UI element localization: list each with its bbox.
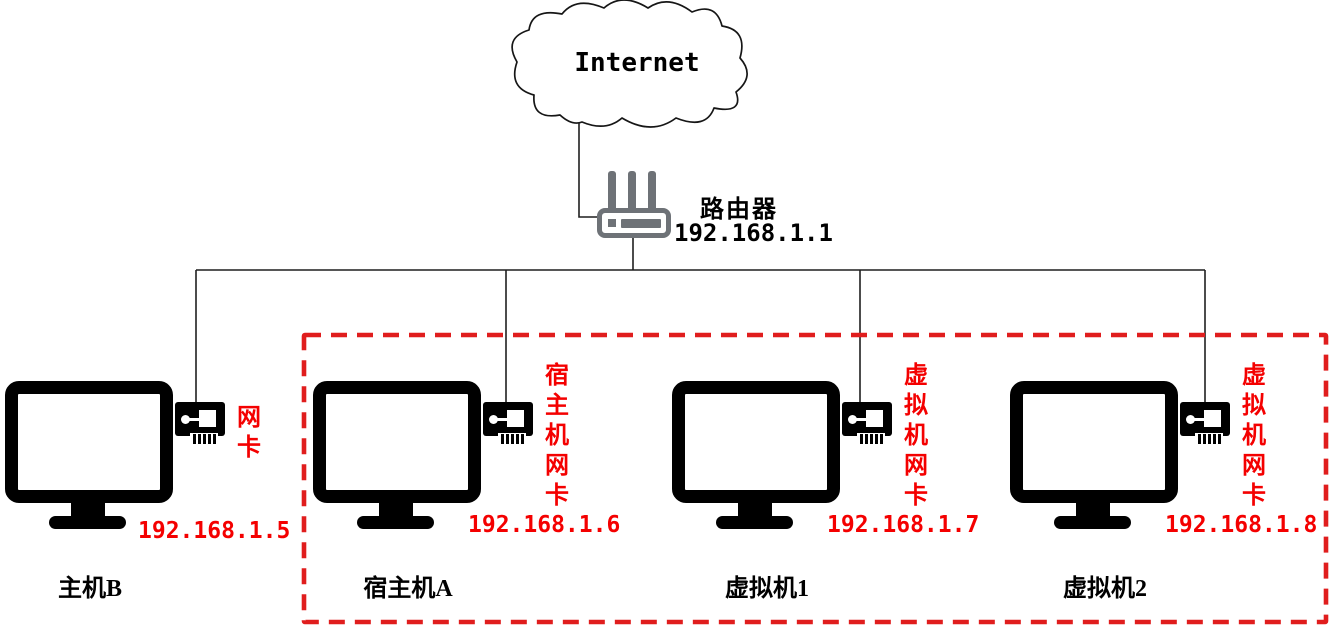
host-ip: 192.168.1.5: [138, 518, 291, 544]
host-name: 宿主机A: [363, 576, 453, 602]
nic-trace: [189, 418, 200, 421]
nic-chip-icon: [507, 410, 524, 427]
router-led-icon: [608, 219, 616, 227]
nic-pins-icon: [857, 433, 885, 444]
node-vm1: 虚拟机网卡 192.168.1.7 虚拟机1: [672, 363, 982, 611]
nic-port-icon: [181, 415, 190, 424]
host-name: 虚拟机2: [1063, 576, 1147, 602]
router-antenna-icon: [648, 171, 656, 213]
host-ip: 192.168.1.6: [468, 512, 621, 538]
nic-port-icon: [848, 415, 857, 424]
router-body-icon: [597, 208, 671, 238]
router-antenna-icon: [608, 171, 616, 213]
computer-monitor-icon: [672, 381, 840, 503]
nic-chip-icon: [1204, 410, 1221, 427]
nic-label: 虚拟机网卡: [1242, 363, 1266, 509]
monitor-stand-icon: [71, 501, 105, 518]
router-slot-icon: [621, 219, 661, 228]
monitor-stand-icon: [379, 501, 413, 518]
nic-trace: [497, 418, 508, 421]
nic-label: 宿主机网卡: [545, 363, 569, 509]
node-host-a: 宿主机网卡 192.168.1.6 宿主机A: [313, 363, 623, 611]
node-vm2: 虚拟机网卡 192.168.1.8 虚拟机2: [1010, 363, 1320, 611]
nic-pins-icon: [1195, 433, 1223, 444]
network-card-icon: [842, 402, 892, 445]
router-label: 路由器: [700, 197, 778, 223]
virtualization-boundary-box: [301, 332, 1329, 625]
monitor-base-icon: [1054, 516, 1131, 529]
network-card-icon: [1180, 402, 1230, 445]
nic-label: 虚拟机网卡: [904, 363, 928, 509]
monitor-base-icon: [49, 516, 126, 529]
internet-cloud-icon: [511, 0, 748, 128]
nic-chip-icon: [866, 410, 883, 427]
monitor-base-icon: [357, 516, 434, 529]
cloud-to-router-line: [578, 123, 597, 218]
network-card-icon: [175, 402, 225, 445]
host-ip: 192.168.1.8: [1165, 512, 1318, 538]
router-icon: [597, 171, 673, 238]
router-antenna-icon: [628, 171, 636, 213]
host-name: 主机B: [57, 576, 122, 602]
nic-trace: [856, 418, 867, 421]
nic-trace: [1194, 418, 1205, 421]
router-ip: 192.168.1.1: [674, 219, 833, 247]
computer-monitor-icon: [1010, 381, 1178, 503]
host-ip: 192.168.1.7: [827, 512, 980, 538]
internet-label: Internet: [574, 48, 700, 78]
nic-port-icon: [1186, 415, 1195, 424]
nic-port-icon: [489, 415, 498, 424]
computer-monitor-icon: [5, 381, 173, 503]
nic-pins-icon: [190, 433, 218, 444]
node-host-b: 网卡 192.168.1.5 主机B: [5, 381, 315, 611]
monitor-stand-icon: [1076, 501, 1110, 518]
computer-monitor-icon: [313, 381, 481, 503]
nic-chip-icon: [199, 410, 216, 427]
network-card-icon: [483, 402, 533, 445]
nic-label: 网卡: [237, 405, 261, 461]
monitor-base-icon: [716, 516, 793, 529]
host-name: 虚拟机1: [725, 576, 809, 602]
nic-pins-icon: [498, 433, 526, 444]
monitor-stand-icon: [738, 501, 772, 518]
